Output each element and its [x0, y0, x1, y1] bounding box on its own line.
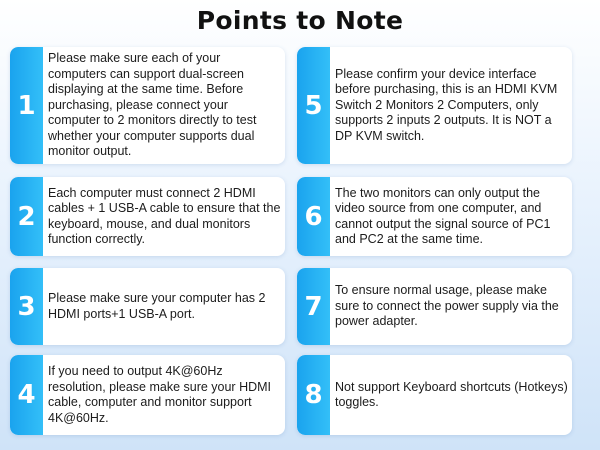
page-title: Points to Note: [196, 6, 404, 35]
note-text: Each computer must connect 2 HDMI cables…: [48, 185, 281, 247]
note-text: Please make sure your computer has 2 HDM…: [48, 291, 266, 321]
note-number-badge: 2: [10, 177, 43, 256]
note-text: Please make sure each of your computers …: [48, 51, 257, 159]
note-number-badge: 4: [10, 355, 43, 435]
note-card-5: 5 Please confirm your device interface b…: [297, 47, 572, 164]
note-card-6: 6 The two monitors can only output the v…: [297, 177, 572, 256]
note-card-3: 3 Please make sure your computer has 2 H…: [10, 268, 285, 345]
note-number-badge: 5: [297, 47, 330, 164]
note-card-8: 8 Not support Keyboard shortcuts (Hotkey…: [297, 355, 572, 435]
note-number-badge: 1: [10, 47, 43, 164]
note-text: Not support Keyboard shortcuts (Hotkeys)…: [335, 379, 568, 410]
note-card-4: 4 If you need to output 4K@60Hz resoluti…: [10, 355, 285, 435]
note-number-badge: 3: [10, 268, 43, 345]
note-number-badge: 7: [297, 268, 330, 345]
note-card-1: 1 Please make sure each of your computer…: [10, 47, 285, 164]
note-card-7: 7 To ensure normal usage, please make su…: [297, 268, 572, 345]
note-text: Please confirm your device interface bef…: [335, 66, 558, 143]
note-text: The two monitors can only output the vid…: [335, 185, 551, 247]
note-number-badge: 6: [297, 177, 330, 256]
note-text: If you need to output 4K@60Hz resolution…: [48, 364, 272, 425]
note-text: To ensure normal usage, please make sure…: [335, 283, 559, 329]
note-number-badge: 8: [297, 355, 330, 435]
note-card-2: 2 Each computer must connect 2 HDMI cabl…: [10, 177, 285, 256]
